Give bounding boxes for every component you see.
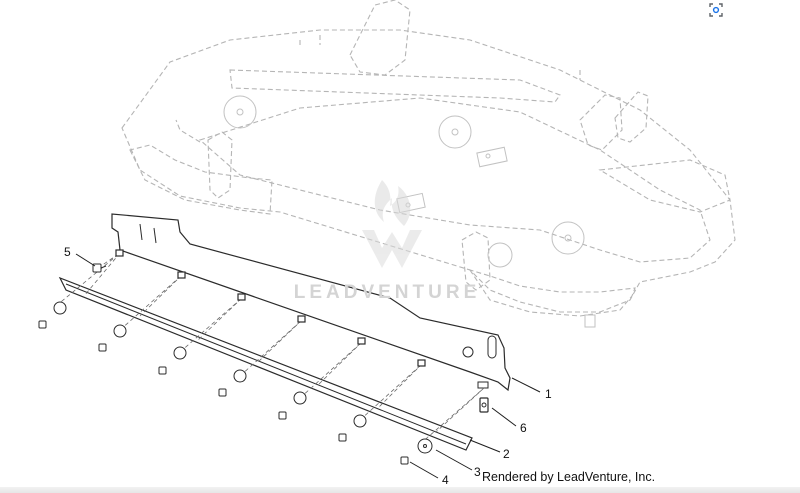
visual-search-icon[interactable] bbox=[704, 0, 728, 20]
mower-deck-ghost bbox=[121, 0, 736, 328]
plate-clips bbox=[115, 249, 426, 367]
leader-lines bbox=[75, 253, 541, 479]
bolts bbox=[38, 320, 409, 465]
washers bbox=[53, 301, 433, 454]
baffle-plate bbox=[111, 213, 511, 392]
leadventure-flame-logo bbox=[362, 180, 422, 268]
callout-3: 3 bbox=[474, 465, 481, 479]
credit-text: Rendered by LeadVenture, Inc. bbox=[482, 470, 656, 484]
bottom-strip bbox=[0, 487, 800, 493]
visual-search-glyph bbox=[709, 3, 723, 17]
bolt-top-left bbox=[92, 263, 107, 273]
callout-6: 6 bbox=[520, 421, 527, 435]
callout-4: 4 bbox=[442, 473, 449, 487]
callout-2: 2 bbox=[503, 447, 510, 461]
watermark-text: LEADVENTURE bbox=[293, 282, 481, 303]
baffle-strip bbox=[58, 276, 473, 451]
nut-clip bbox=[479, 397, 489, 413]
callout-5: 5 bbox=[64, 245, 71, 259]
callout-1: 1 bbox=[545, 387, 552, 401]
